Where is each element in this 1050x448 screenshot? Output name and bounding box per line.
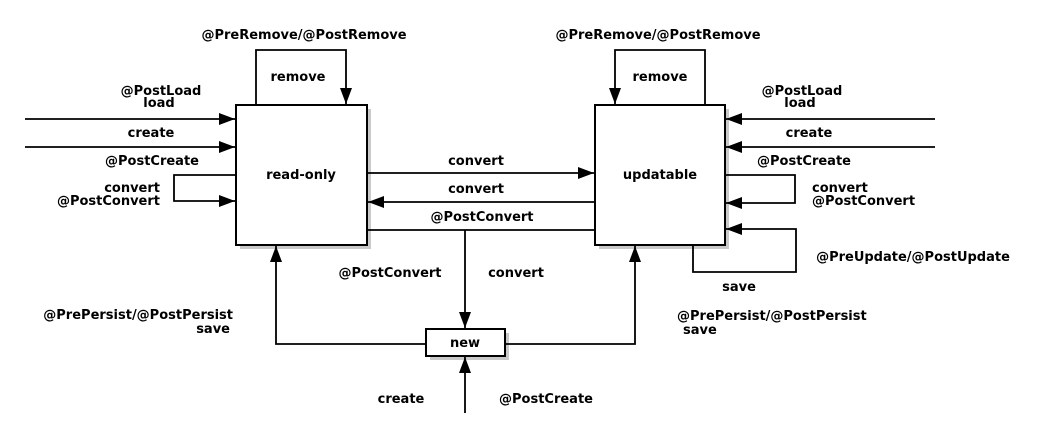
label-readonly-to-updatable-action: convert (448, 154, 504, 169)
state-new-box (425, 328, 506, 357)
label-new-create-action: create (378, 392, 425, 407)
label-readonly-create-action: create (128, 126, 175, 141)
state-read-only-label: read-only (266, 168, 336, 183)
label-updatable-convert-self-callback: @PostConvert (812, 194, 915, 209)
transition-edges (25, 49, 935, 413)
label-updatable-load-callback: @PostLoad (762, 84, 843, 99)
label-updatable-load-action: load (784, 96, 815, 111)
edge-new-to-updatable (505, 246, 641, 345)
label-readonly-remove-action: remove (271, 70, 326, 85)
edge-updatable-remove-loop (609, 49, 706, 105)
label-updatable-create-callback: @PostCreate (757, 154, 851, 169)
label-readonly-remove-callback: @PreRemove/@PostRemove (201, 28, 406, 43)
label-updatable-remove-callback: @PreRemove/@PostRemove (555, 28, 760, 43)
label-updatable-to-readonly-action: convert (448, 182, 504, 197)
label-updatable-save-callback: @PreUpdate/@PostUpdate (816, 250, 1010, 265)
label-readonly-load-callback: @PostLoad (121, 84, 202, 99)
transition-labels: @PreRemove/@PostRemove remove @PreRemove… (43, 28, 1010, 407)
label-convert-to-new-callback: @PostConvert (338, 266, 441, 281)
edge-new-to-readonly (270, 246, 426, 345)
state-read-only-box (235, 104, 368, 246)
label-convert-to-new-action: convert (488, 266, 544, 281)
label-new-create-callback: @PostCreate (499, 392, 593, 407)
label-updatable-remove-action: remove (633, 70, 688, 85)
label-new-to-readonly-action: save (196, 322, 230, 337)
label-readonly-create-callback: @PostCreate (105, 154, 199, 169)
label-updatable-create-action: create (786, 126, 833, 141)
label-readonly-convert-self-action: convert (104, 181, 160, 196)
label-readonly-convert-self-callback: @PostConvert (57, 194, 160, 209)
label-updatable-to-readonly-callback: @PostConvert (430, 210, 533, 225)
label-readonly-load-action: load (143, 96, 174, 111)
label-updatable-convert-self-action: convert (812, 181, 868, 196)
edge-updatable-convert-loop (725, 174, 796, 209)
state-new-label: new (450, 336, 480, 351)
label-new-to-readonly-callback: @PrePersist/@PostPersist (43, 308, 233, 323)
edge-readonly-remove-loop (255, 49, 352, 105)
edge-readonly-convert-loop (173, 174, 236, 207)
edge-updatable-save-loop (692, 223, 797, 273)
label-new-to-updatable-action: save (683, 323, 717, 338)
label-new-to-updatable-callback: @PrePersist/@PostPersist (677, 309, 867, 324)
state-nodes (235, 104, 726, 357)
state-labels: read-only updatable new (266, 168, 697, 351)
state-updatable-label: updatable (623, 168, 697, 183)
label-updatable-save-action: save (722, 280, 756, 295)
state-updatable-box (594, 104, 726, 246)
